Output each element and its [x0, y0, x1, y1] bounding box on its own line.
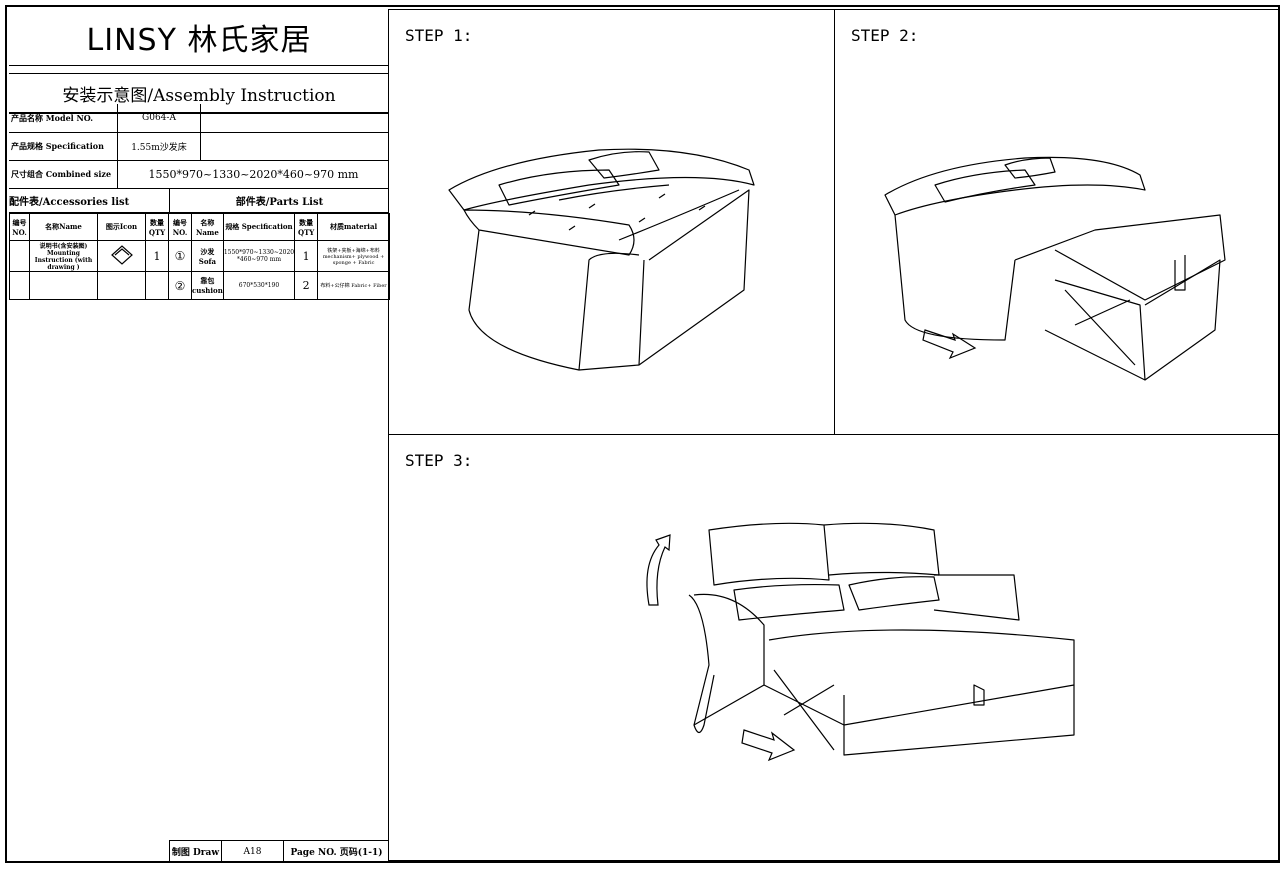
model-row: 产品名称 Model NO. G064-A: [9, 104, 389, 133]
part-2-no: ②: [168, 271, 192, 300]
model-value: G064-A: [117, 104, 200, 132]
table-header-row: 编号 NO. 名称Name 图示Icon 数量 QTY 编号 NO. 名称 Na…: [9, 213, 390, 241]
step-3-label: STEP 3:: [405, 451, 473, 470]
part-2-material: 布料+公仔棉 Fabric+ Fiber: [317, 271, 390, 300]
step-2-label: STEP 2:: [851, 26, 919, 45]
part-1-qty: 1: [294, 240, 319, 272]
booklet-icon: [97, 240, 146, 272]
step-1-panel: STEP 1:: [389, 9, 835, 435]
footer-block: 制图 Draw A18 Page NO. 页码(1-1): [169, 840, 389, 862]
step-3-panel: STEP 3:: [389, 434, 1280, 861]
draw-label: 制图 Draw: [169, 841, 221, 862]
list-titles-row: 配件表/Accessories list 部件表/Parts List: [9, 188, 389, 213]
step-1-label: STEP 1:: [405, 26, 473, 45]
page-number: Page NO. 页码(1-1): [283, 841, 389, 862]
acc-col-name: 名称Name: [29, 213, 98, 241]
table-row: 说明书(含安装图) Mounting Instruction (with dra…: [9, 240, 390, 272]
parts-col-name: 名称 Name: [191, 213, 224, 241]
sofa-extended-drawing: [884, 156, 1226, 381]
table-row: ② 靠包 cushion 670*530*190 2 布料+公仔棉 Fabric…: [9, 271, 390, 300]
spec-row: 产品规格 Specification 1.55m沙发床: [9, 132, 389, 161]
part-1-material: 铁架+夹板+海绵+布料 mechanism+ plywood + sponge …: [317, 240, 390, 272]
spec-value: 1.55m沙发床: [117, 132, 200, 160]
parts-table: 编号 NO. 名称Name 图示Icon 数量 QTY 编号 NO. 名称 Na…: [9, 213, 390, 300]
parts-col-qty: 数量 QTY: [294, 213, 319, 241]
parts-col-spec: 规格 Specification: [222, 213, 296, 241]
part-2-spec: 670*530*190: [222, 271, 296, 300]
size-row: 尺寸组合 Combined size 1550*970~1330~2020*46…: [9, 160, 389, 189]
acc-item-name: 说明书(含安装图) Mounting Instruction (with dra…: [29, 240, 98, 272]
acc-item-qty: 1: [145, 240, 169, 272]
part-1-spec: 1550*970~1330~2020 *460~970 mm: [222, 240, 296, 272]
spec-label: 产品规格 Specification: [11, 140, 104, 151]
size-label: 尺寸组合 Combined size: [11, 168, 112, 179]
model-label: 产品名称 Model NO.: [11, 112, 94, 123]
part-2-qty: 2: [294, 271, 319, 300]
accessories-title: 配件表/Accessories list: [9, 196, 130, 208]
draw-value: A18: [221, 841, 283, 862]
acc-col-qty: 数量 QTY: [145, 213, 169, 241]
size-value: 1550*970~1330~2020*460~970 mm: [117, 160, 389, 188]
brand-logo: LINSY 林氏家居: [9, 9, 389, 66]
parts-title: 部件表/Parts List: [169, 188, 389, 212]
info-column: LINSY 林氏家居 安装示意图/Assembly Instruction 产品…: [9, 9, 390, 862]
sofa-bed-drawing: [646, 522, 1075, 762]
page-title: 安装示意图/Assembly Instruction: [9, 73, 389, 114]
part-2-name: 靠包 cushion: [191, 271, 224, 300]
parts-col-no: 编号 NO.: [168, 213, 192, 241]
step-2-panel: STEP 2:: [834, 9, 1280, 435]
part-1-name: 沙发 Sofa: [191, 240, 224, 272]
sofa-closed-drawing: [448, 148, 755, 371]
part-1-no: ①: [168, 240, 192, 272]
acc-col-no: 编号 NO.: [9, 213, 30, 241]
parts-col-material: 材质material: [317, 213, 390, 241]
acc-col-icon: 图示Icon: [97, 213, 146, 241]
